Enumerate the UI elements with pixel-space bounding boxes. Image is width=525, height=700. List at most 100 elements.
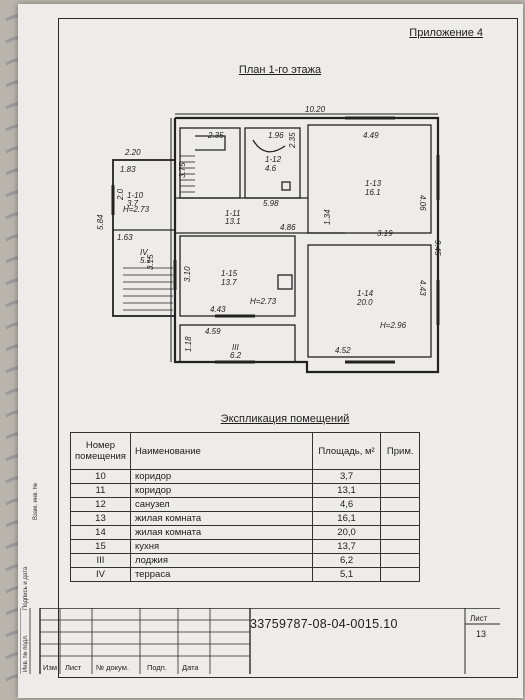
cell-area: 20,0	[311, 525, 382, 540]
side-label-vzam: Взам. инв. №	[33, 482, 39, 520]
cell-number: 15	[70, 539, 131, 554]
cell-area: 3,7	[311, 469, 382, 484]
title-block	[20, 608, 500, 674]
stamp-label-sign: Подп.	[147, 663, 167, 672]
side-label-sign-date: Подпись и дата	[23, 566, 29, 610]
dim-corridor-door: 1.34	[323, 209, 332, 225]
cell-name: терраса	[129, 567, 313, 582]
dim-room14-width: 4.52	[335, 346, 351, 355]
dim-left-width: 2.20	[124, 148, 141, 157]
dim-kitchen-height: 3.10	[183, 266, 192, 282]
dim-stair-side: 3.75	[178, 162, 187, 178]
header-note: Прим.	[380, 432, 420, 470]
appendix-label: Приложение 4	[409, 27, 483, 39]
room-id-12: 1-12	[265, 155, 282, 164]
stamp-label-doc: № докум.	[96, 663, 129, 672]
room13-walls	[307, 124, 432, 234]
room-area-11: 13.1	[225, 217, 241, 226]
dim-room13-width: 4.49	[363, 131, 379, 140]
cell-name: жилая комната	[129, 525, 313, 540]
cell-name: лоджия	[129, 553, 313, 568]
cell-area: 5,1	[311, 567, 382, 582]
stove-shape	[277, 274, 293, 290]
cell-name: санузел	[129, 497, 313, 512]
cell-number: III	[70, 553, 131, 568]
dim-corridor-mid: 4.86	[280, 223, 296, 232]
cell-number: IV	[70, 567, 131, 582]
room-id-11: 1-11	[225, 209, 240, 218]
room-area-III: 6.2	[230, 351, 242, 360]
dim-room14-height: 4.43	[418, 280, 427, 296]
cell-note	[380, 483, 420, 498]
cell-name: жилая комната	[129, 511, 313, 526]
dim-room13-height: 4.06	[418, 195, 427, 211]
table-header-row: Номер помещения Наименование Площадь, м²…	[70, 432, 420, 470]
stamp-label-izm: Изм	[43, 663, 57, 672]
document-number: 33759787-08-04-0015.10	[250, 617, 398, 631]
cell-number: 11	[70, 483, 131, 498]
drawing-frame	[58, 18, 518, 678]
room-id-10: 1-10	[127, 191, 144, 200]
dim-bath-depth: 2.35	[288, 132, 297, 149]
height-room14: H=2.96	[380, 321, 407, 330]
cell-note	[380, 539, 420, 554]
outer-wall	[173, 116, 440, 374]
dim-terrace-height: 3.15	[146, 254, 155, 270]
cell-area: 16,1	[311, 511, 382, 526]
side-label-inv: Инв. № подл.	[23, 634, 29, 672]
toilet-shape	[281, 181, 291, 191]
dim-bath-width: 1.96	[268, 131, 284, 140]
stair-turn	[195, 135, 226, 151]
sheet-number: 13	[476, 629, 487, 639]
dim-hall-height: 2.0	[116, 188, 125, 201]
stamp-label-date: Дата	[182, 663, 199, 672]
dim-terrace-width: 1.83	[120, 165, 136, 174]
cell-number: 13	[70, 511, 131, 526]
room-area-13: 16.1	[365, 188, 381, 197]
room-id-13: 1-13	[365, 179, 382, 188]
cell-note	[380, 567, 420, 582]
room14-walls	[307, 244, 432, 358]
room-area-IV: 5.1	[140, 256, 151, 265]
room-id-III: III	[232, 343, 239, 352]
bath-curve	[252, 139, 286, 153]
floor-plan: 10.20 2.20 1.83 5.84 9.45 2.0 1.63 3.15 …	[96, 105, 442, 374]
dim-kitchen-width: 4.43	[210, 305, 226, 314]
plan-title: План 1-го этажа	[238, 64, 322, 76]
cell-note	[380, 511, 420, 526]
room-id-IV: IV	[140, 248, 148, 257]
dim-loggia-height: 1.18	[184, 336, 193, 352]
sheet-label: Лист	[470, 614, 488, 623]
header-number: Номер помещения	[70, 432, 131, 470]
header-area: Площадь, м²	[311, 432, 382, 470]
cell-area: 6,2	[311, 553, 382, 568]
cell-note	[380, 525, 420, 540]
cell-note	[380, 497, 420, 512]
dim-total-width: 10.20	[305, 105, 326, 114]
dim-stair-top: 2.35	[207, 131, 224, 140]
cell-number: 14	[70, 525, 131, 540]
room-area-10: 3.7	[127, 199, 139, 208]
stair-steps	[123, 155, 195, 311]
room-area-15: 13.7	[221, 278, 237, 287]
dim-right-height: 9.45	[433, 240, 442, 256]
cell-note	[380, 553, 420, 568]
cell-number: 12	[70, 497, 131, 512]
height-kitchen: H=2.73	[250, 297, 277, 306]
cell-note	[380, 469, 420, 484]
windows	[111, 116, 440, 364]
explication-title: Экспликация помещений	[220, 413, 350, 425]
cell-area: 13,1	[311, 483, 382, 498]
dim-corridor-len: 5.98	[263, 199, 279, 208]
explication-table: Номер помещения Наименование Площадь, м²…	[70, 432, 420, 582]
header-name: Наименование	[129, 432, 313, 470]
room-area-14: 20.0	[356, 298, 373, 307]
